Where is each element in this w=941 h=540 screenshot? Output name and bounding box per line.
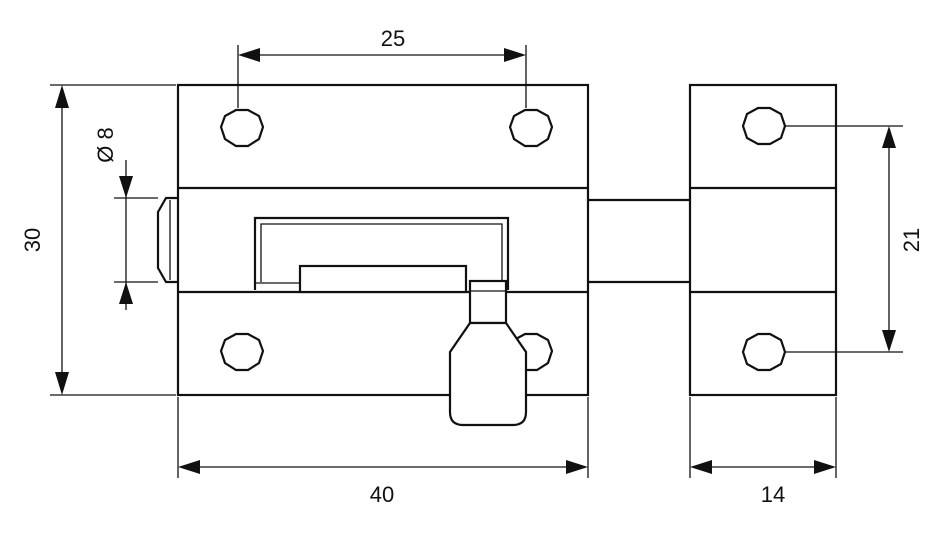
dim-label-hole-spacing: 25 bbox=[381, 26, 405, 51]
dim-label-keeper-width: 14 bbox=[761, 482, 785, 507]
bolt-slide-bar bbox=[298, 264, 468, 294]
dim-label-pin-diameter: Ø 8 bbox=[93, 127, 118, 162]
dimension-pin-diameter: Ø 8 bbox=[93, 127, 158, 310]
bolt-end-cap bbox=[156, 196, 178, 284]
bolt-body bbox=[156, 83, 690, 427]
dim-label-body-length: 40 bbox=[370, 482, 394, 507]
bolt-handle bbox=[448, 279, 528, 427]
dim-label-keeper-hole-spacing: 21 bbox=[899, 228, 924, 252]
keeper-screw-hole-bottom bbox=[741, 332, 787, 372]
keeper bbox=[688, 83, 838, 397]
dimension-hole-spacing: 25 bbox=[237, 26, 527, 108]
bolt-slot bbox=[253, 216, 510, 290]
dimension-keeper-hole-spacing: 21 bbox=[786, 125, 924, 353]
screw-hole-bottom-left bbox=[219, 332, 265, 372]
dim-label-body-height: 30 bbox=[20, 228, 45, 252]
handle-knob bbox=[448, 321, 528, 427]
keeper-plate bbox=[688, 83, 838, 397]
screw-hole-top-right bbox=[508, 108, 554, 148]
keeper-screw-hole-top bbox=[741, 106, 787, 146]
dimension-body-height: 30 bbox=[20, 84, 176, 396]
handle-stem bbox=[468, 279, 508, 325]
bolt-slot-inner bbox=[260, 223, 503, 282]
screw-hole-top-left bbox=[219, 108, 265, 148]
base-plate bbox=[176, 83, 590, 397]
dimension-body-length: 40 bbox=[177, 397, 589, 507]
dimension-keeper-width: 14 bbox=[689, 397, 837, 507]
